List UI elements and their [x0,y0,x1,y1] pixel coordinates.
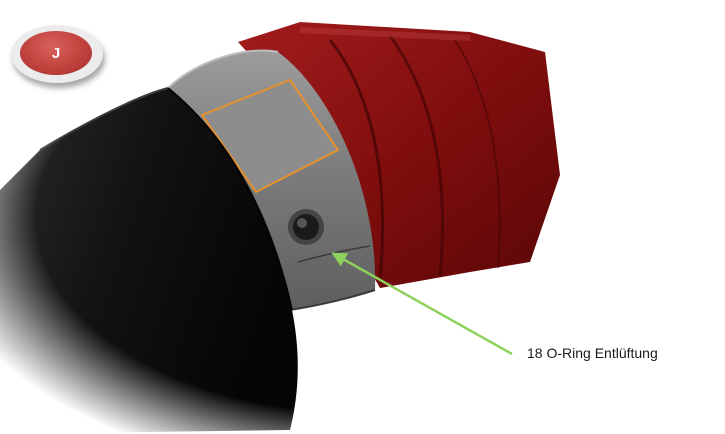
step-badge-letter: J [20,31,92,75]
step-badge: J [11,25,103,83]
callout-label: 18 O-Ring Entlüftung [527,345,658,361]
callout-arrow [331,252,513,356]
vent-hole-icon [288,209,324,245]
